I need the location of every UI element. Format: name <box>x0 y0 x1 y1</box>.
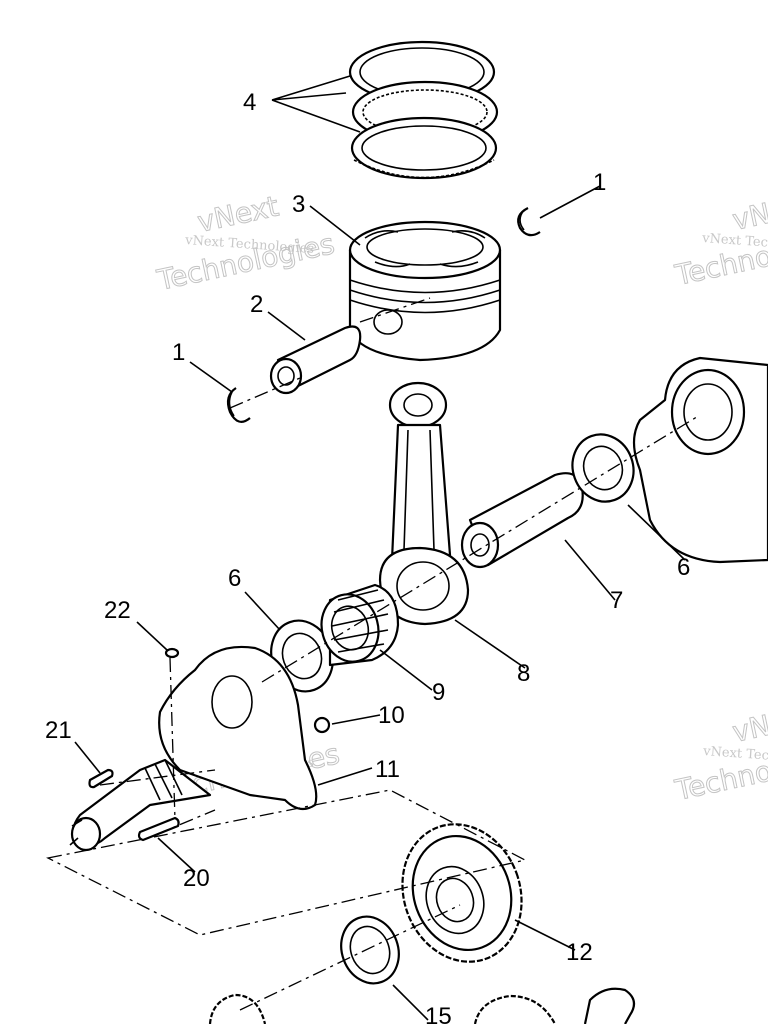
watermark-vnext-large: vNext <box>730 700 768 749</box>
callout-labels: 4 1 3 2 1 6 6 7 8 9 10 11 12 15 20 21 22 <box>45 89 690 1029</box>
callout-12: 12 <box>566 939 593 966</box>
piston-rings <box>348 40 499 180</box>
callout-20: 20 <box>183 865 210 892</box>
bottom-gear-right <box>473 987 636 1025</box>
callout-6-left: 6 <box>228 565 241 592</box>
callout-7: 7 <box>610 587 623 614</box>
watermark-vnext-large: vNext <box>195 190 282 239</box>
callout-9: 9 <box>432 679 445 706</box>
piston-pin <box>269 325 362 395</box>
watermark-top-right: vNext vNext Technologies Technologies <box>671 187 768 292</box>
dowel-pin <box>137 816 180 842</box>
bottom-gear-left <box>208 993 267 1025</box>
callout-21: 21 <box>45 717 72 744</box>
circlip-lower <box>226 387 251 423</box>
watermark-top-left: vNext vNext Technologies Technologies <box>153 189 338 297</box>
callout-3: 3 <box>292 191 305 218</box>
crank-pin <box>460 472 584 569</box>
callout-15: 15 <box>425 1003 452 1024</box>
circlip-upper <box>517 207 541 237</box>
callout-10: 10 <box>378 702 405 729</box>
callout-4: 4 <box>243 89 256 116</box>
assembly-axes <box>46 297 701 1011</box>
callout-6-right: 6 <box>677 554 690 581</box>
callout-22: 22 <box>104 597 131 624</box>
needle-bearing <box>320 583 400 667</box>
small-pin <box>164 647 180 659</box>
gear-washer <box>340 915 400 985</box>
callout-11: 11 <box>375 756 400 783</box>
leader-lines <box>74 75 686 1021</box>
drive-gear <box>401 823 523 963</box>
callout-8: 8 <box>517 660 530 687</box>
connecting-rod <box>378 381 470 626</box>
callout-1-lower: 1 <box>172 339 185 366</box>
watermark-vnext-large: vNext <box>730 188 768 237</box>
callout-1-upper: 1 <box>593 169 606 196</box>
woodruff-key <box>88 768 114 789</box>
callout-2: 2 <box>250 291 263 318</box>
check-ball <box>313 716 331 734</box>
crankshaft-left-half <box>69 645 318 852</box>
thrust-washer-right <box>571 433 635 503</box>
piston <box>348 220 502 362</box>
crankshaft-right-half <box>632 356 768 564</box>
watermark-middle-right: vNext vNext Technologies Technologies <box>671 699 768 807</box>
